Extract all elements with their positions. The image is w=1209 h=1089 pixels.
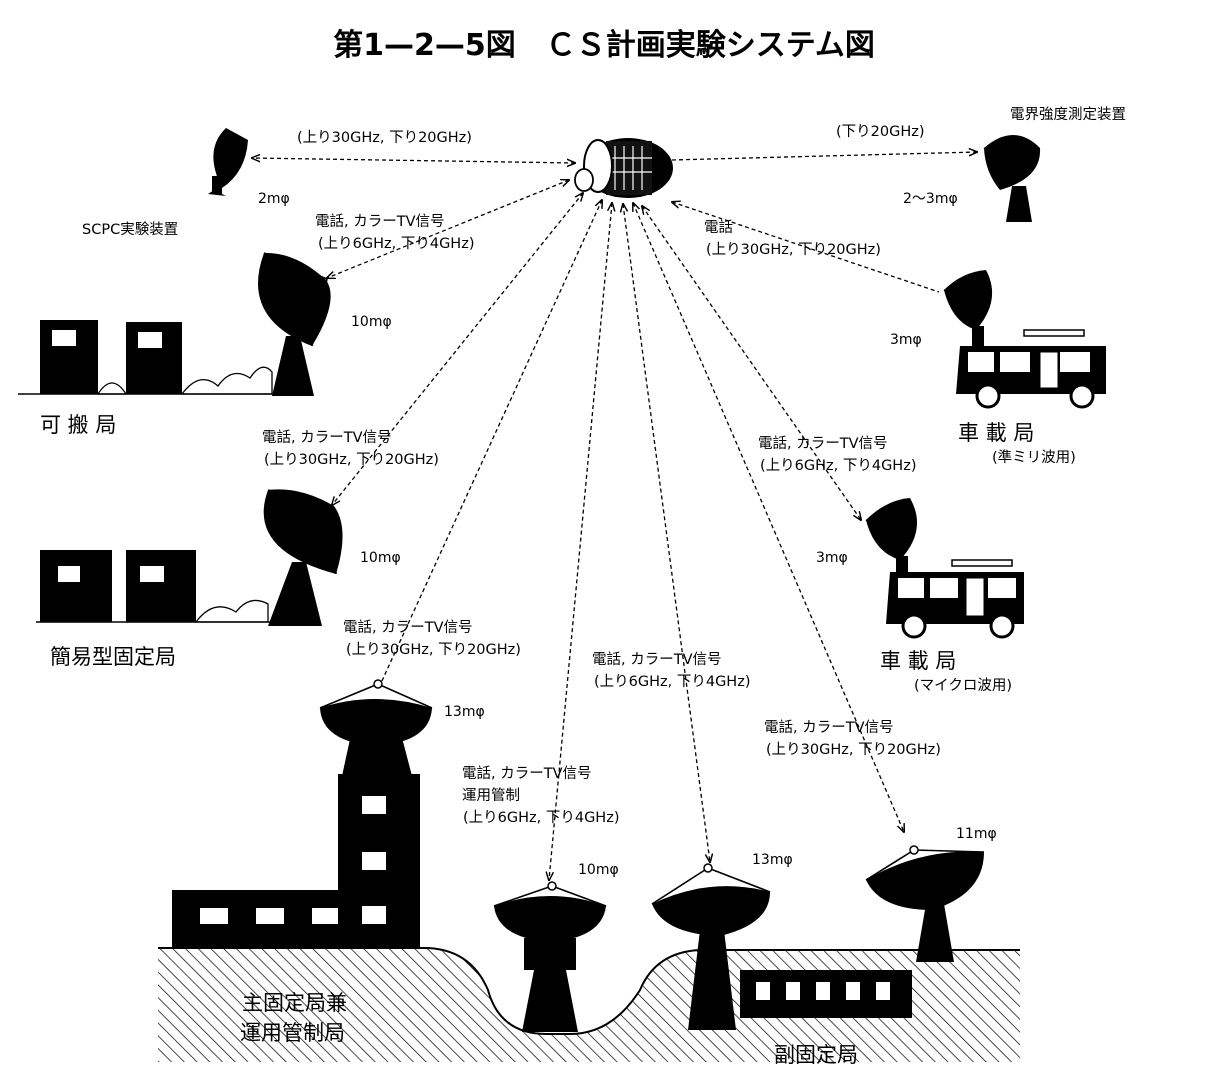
- vehicle-mw-station-icon: [865, 498, 1024, 639]
- link-sub-13m: [623, 204, 710, 862]
- main-10m-size: 10mφ: [578, 862, 619, 878]
- vehicle-mm-sub: (準ミリ波用): [992, 449, 1076, 466]
- main-fixed-name-line1: 主固定局兼: [242, 991, 347, 1015]
- vehicle-mw-sub: (マイクロ波用): [914, 677, 1012, 694]
- sub-fixed-name: 副固定局: [774, 1043, 858, 1067]
- scpc-antenna-icon: [208, 128, 248, 196]
- field-meter-link-label: (下り20GHz): [836, 124, 925, 140]
- vehicle-mw-link-line2: (上り6GHz, 下り4GHz): [760, 457, 916, 474]
- sub-11m-link-line2: (上り30GHz, 下り20GHz): [766, 741, 941, 758]
- vehicle-mw-link-line1: 電話, カラーTV信号: [758, 435, 888, 452]
- link-scpc: [252, 158, 575, 163]
- simple-fixed-link-line2: (上り30GHz, 下り20GHz): [264, 451, 439, 468]
- sub-11m-link-line1: 電話, カラーTV信号: [764, 719, 894, 736]
- sub-fixed-station-icon: [651, 845, 985, 1030]
- vehicle-mw-size: 3mφ: [816, 550, 848, 566]
- simple-fixed-station-icon: [36, 489, 343, 626]
- portable-name: 可 搬 局: [40, 413, 116, 437]
- sub-13m-link-line1: 電話, カラーTV信号: [592, 651, 722, 668]
- link-sub-11m: [633, 203, 904, 832]
- main-fixed-station-icon: [172, 679, 607, 1032]
- simple-fixed-link-line1: 電話, カラーTV信号: [262, 429, 392, 446]
- vehicle-mm-size: 3mφ: [890, 332, 922, 348]
- radio-links: [252, 152, 977, 880]
- main-fixed-name-line2: 運用管制局: [240, 1021, 345, 1045]
- vehicle-mw-name: 車 載 局: [880, 649, 956, 673]
- link-main-13m: [380, 200, 602, 684]
- simple-fixed-size: 10mφ: [360, 550, 401, 566]
- main-10m-link-line2: 運用管制: [462, 787, 520, 804]
- field-meter-size: 2～3mφ: [903, 191, 958, 207]
- main-13m-link-line1: 電話, カラーTV信号: [343, 619, 473, 636]
- portable-link-line2: (上り6GHz, 下り4GHz): [318, 235, 474, 252]
- vehicle-mm-link-line2: (上り30GHz, 下り20GHz): [706, 241, 881, 258]
- link-field-meter: [671, 152, 977, 161]
- vehicle-mm-link-line1: 電話: [704, 219, 733, 236]
- sub-11m-size: 11mφ: [956, 826, 997, 842]
- vehicle-mm-name: 車 載 局: [958, 421, 1034, 445]
- portable-station-icon: [18, 252, 331, 396]
- link-simple-fixed: [332, 193, 583, 505]
- main-10m-link-line3: (上り6GHz, 下り4GHz): [463, 809, 619, 826]
- vehicle-mm-station-icon: [943, 270, 1106, 409]
- portable-size: 10mφ: [351, 314, 392, 330]
- field-meter-name: 電界強度測定装置: [1010, 106, 1126, 123]
- scpc-name: SCPC実験装置: [82, 221, 178, 238]
- field-meter-antenna-icon: [983, 135, 1041, 222]
- page-title: 第1—2—5図 ＣＳ計画実験システム図: [333, 28, 875, 63]
- satellite-icon: [574, 138, 673, 198]
- main-13m-size: 13mφ: [444, 704, 485, 720]
- main-10m-link-line1: 電話, カラーTV信号: [462, 765, 592, 782]
- link-main-10m: [549, 203, 612, 880]
- sub-13m-link-line2: (上り6GHz, 下り4GHz): [594, 673, 750, 690]
- portable-link-line1: 電話, カラーTV信号: [315, 213, 445, 230]
- scpc-size: 2mφ: [258, 191, 290, 207]
- sub-13m-size: 13mφ: [752, 852, 793, 868]
- scpc-link-label: (上り30GHz, 下り20GHz): [297, 129, 472, 146]
- simple-fixed-name: 簡易型固定局: [50, 645, 176, 669]
- main-13m-link-line2: (上り30GHz, 下り20GHz): [346, 641, 521, 658]
